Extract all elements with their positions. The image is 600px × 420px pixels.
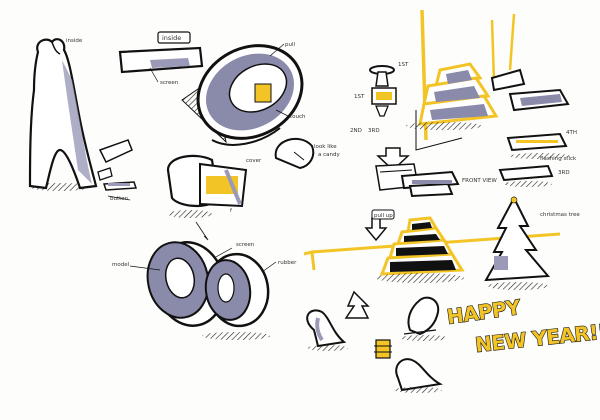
rd3-label: 3RD bbox=[368, 128, 380, 134]
figure-label: inside bbox=[66, 38, 83, 44]
screw-part-sketch: 1ST 2ND 3RD 1ST bbox=[350, 62, 409, 134]
ring-device-sketch: pull touch bbox=[181, 42, 306, 146]
christmas-tree-label: christmas tree bbox=[540, 212, 580, 218]
model-label: model bbox=[112, 262, 130, 268]
st1-label: 1ST bbox=[398, 62, 409, 68]
button-label: button bbox=[110, 196, 129, 202]
inside-label: inside bbox=[162, 34, 181, 42]
wheel-devices-sketch: model screen rubber bbox=[112, 221, 297, 340]
screen-label-low: screen bbox=[236, 242, 255, 248]
nd2-label: 2ND bbox=[350, 128, 362, 134]
screen-label-top: screen bbox=[160, 80, 179, 86]
tiered-device-sketch: 4TH bbox=[406, 9, 577, 159]
flashing-stick-label: flashing stick bbox=[540, 156, 577, 162]
rubber-label: rubber bbox=[278, 260, 297, 266]
small-parts-left: button bbox=[97, 139, 138, 202]
touch-label: touch bbox=[290, 114, 306, 120]
cover-part-sketch: cover f bbox=[166, 154, 262, 218]
pull-label: pull bbox=[285, 42, 296, 48]
new-year-text: NEW YEAR!!! bbox=[474, 318, 600, 357]
front-view-label: FRONT VIEW bbox=[462, 178, 497, 184]
candy-shape-sketch: look like a candy bbox=[274, 137, 340, 170]
cover-label: cover bbox=[246, 158, 262, 164]
happy-text: HAPPY bbox=[445, 295, 522, 329]
rd3b-label: 3RD bbox=[558, 170, 570, 176]
pull-up-label: pull up bbox=[374, 213, 393, 219]
th4-label: 4TH bbox=[566, 130, 577, 136]
tree-devices-sketch: pull up christmas tree bbox=[303, 195, 580, 290]
new-year-scene-sketch bbox=[306, 290, 448, 393]
standing-figure-sketch: inside bbox=[28, 38, 98, 191]
fp-label: f bbox=[230, 208, 233, 214]
front-view-sketch: FRONT VIEW flashing stick 3RD bbox=[375, 147, 577, 198]
candy-label: a candy bbox=[318, 152, 340, 158]
inside-part-sketch: inside screen bbox=[118, 31, 204, 86]
look-like-label: look like bbox=[314, 144, 337, 150]
st1b-label: 1ST bbox=[354, 94, 365, 100]
